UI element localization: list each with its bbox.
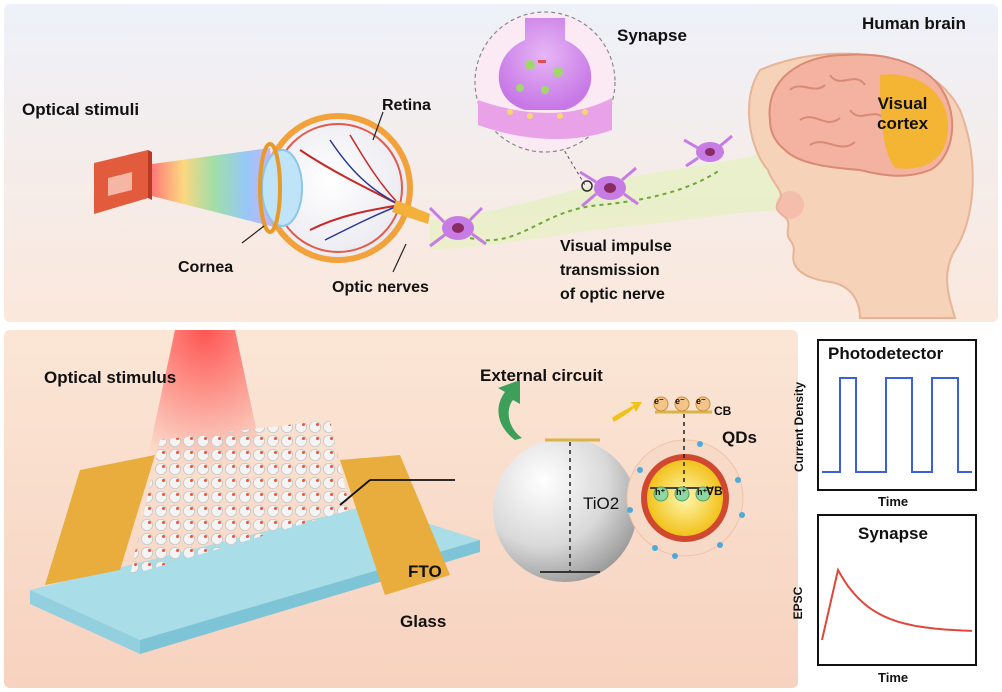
qds-label: QDs [722,428,757,447]
electron-2 [674,396,690,412]
retina-label: Retina [382,97,431,114]
human-brain-label: Human brain [862,14,966,33]
retina-pointer [372,111,384,141]
optical-stimuli-label: Optical stimuli [22,100,140,119]
impulse-label-line2: transmission [560,262,660,279]
optical-stimulus-label: Optical stimulus [44,368,177,387]
hole-2 [674,486,690,502]
photodetector-xlabel: Time [878,494,909,509]
tio2-label: TiO2 [583,494,620,513]
photodetector-ylabel: Current Density [792,381,806,473]
hole-label-3: h⁺ [697,487,708,497]
synapse-inset [474,11,616,153]
hole-label-1: h⁺ [655,487,666,497]
neuron-2 [579,166,639,208]
synapse-ylabel: EPSC [791,586,805,620]
lightning-icon [612,402,642,422]
synapse-panel-title: Synapse [858,524,928,543]
brain [768,53,954,177]
synapse-focus-ring [581,180,593,192]
glass-label: Glass [400,612,447,631]
visual-cortex-label: Visual cortex [877,94,929,134]
qd-array [130,420,350,575]
synapse-panel [817,514,977,666]
synapse-xlabel: Time [878,670,909,685]
hole-1 [653,486,669,502]
vb-label: VB [706,484,723,498]
cornea-label: Cornea [178,259,234,276]
tio2-sphere [493,438,637,582]
electron-label-2: e⁻ [675,396,685,406]
fto-electrode-left [45,455,155,585]
electron-label-3: e⁻ [696,396,706,406]
impulse-label-line1: Visual impulse [560,238,672,255]
glass-side [30,590,140,654]
photodetector-trace [822,377,972,473]
current-arrow [498,380,522,440]
neuron-1 [428,206,487,248]
synapse-top-label: Synapse [617,26,687,45]
cornea-pointer [241,225,265,244]
photodetector-title: Photodetector [828,344,944,363]
array-pointer-a [339,479,371,506]
hole-label-2: h⁺ [676,487,687,497]
top-panel-background [4,4,998,322]
optic-nerves-label: Optic nerves [332,279,429,296]
optical-stimuli-square [94,150,152,214]
optic-nerves-pointer [392,243,407,273]
external-circuit-label: External circuit [480,366,603,385]
nerve-pathway [430,150,800,250]
fto-label: FTO [408,562,442,581]
nerve-fiber [469,169,721,242]
light-beam [152,148,278,228]
electron-1 [653,396,669,412]
impulse-label-line3: of optic nerve [560,286,665,303]
electron-3 [695,396,711,412]
photodetector-panel [817,339,977,491]
hole-3 [695,486,711,502]
epsc-trace [821,567,973,641]
eye [258,113,430,263]
neuron-3 [683,134,733,168]
cb-label: CB [714,404,732,418]
fto-electrode-right [340,455,450,595]
electron-label-1: e⁻ [654,396,664,406]
